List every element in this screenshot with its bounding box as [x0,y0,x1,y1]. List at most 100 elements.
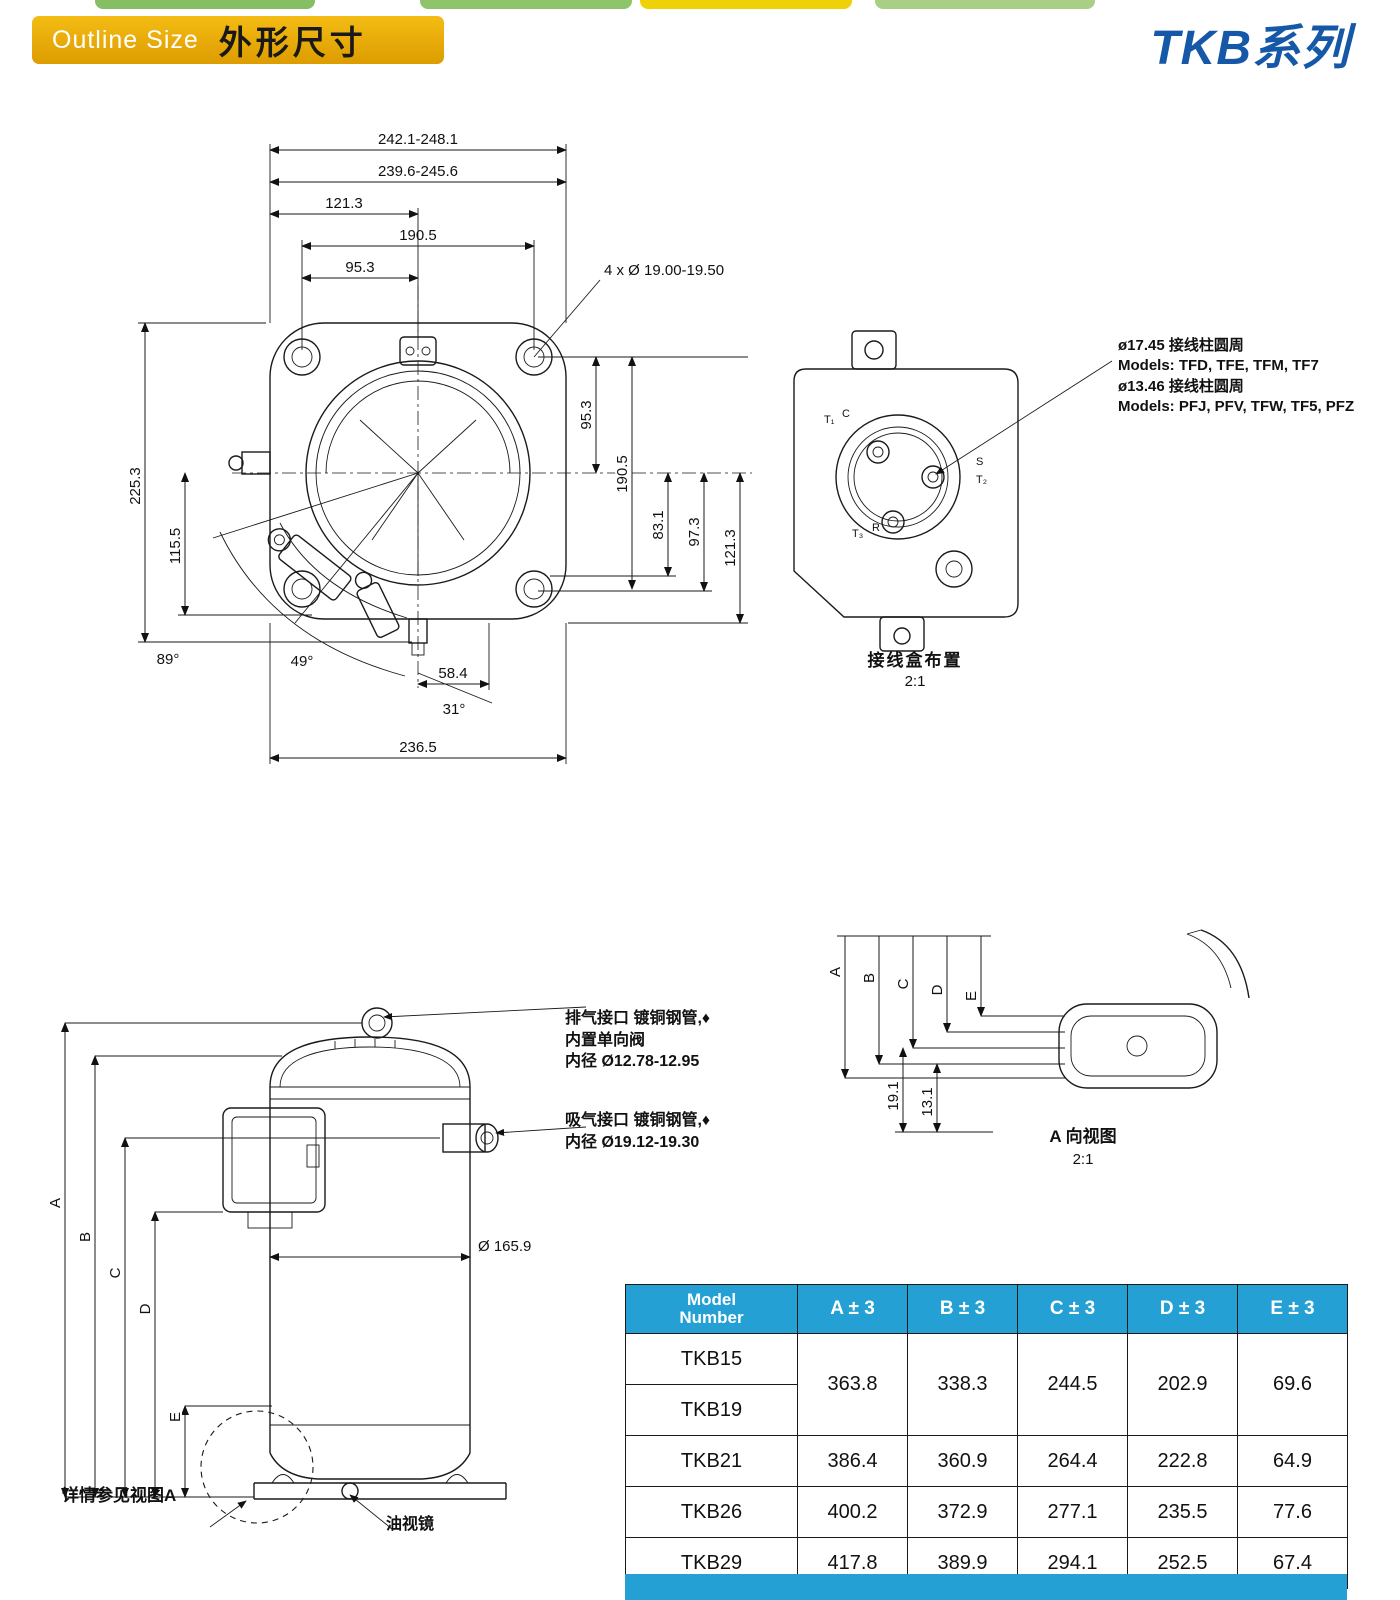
leader-lines [209,1006,587,1530]
table-cell: 64.9 [1237,1435,1348,1487]
top-tab-decoration [420,0,632,9]
hole-note: 4 x Ø 19.00-19.50 [604,262,724,279]
extension-lines [138,144,748,764]
angle-89: 89° [157,651,180,668]
table-header-row: Model Number A ± 3 B ± 3 C ± 3 D ± 3 E ±… [625,1284,1348,1334]
dim-115: 115.5 [167,528,184,564]
col-header-a: A ± 3 [797,1284,908,1334]
view-a-dim-13: 13.1 [919,1087,936,1116]
table-cell: 360.9 [907,1435,1018,1487]
terminal-box-caption-title: 接线盒布置 [867,651,963,670]
view-a-letter-a: A [827,967,844,977]
height-dimension-lines [61,1022,440,1498]
view-a-scale: 2:1 [1073,1151,1094,1168]
dim-239: 239.6-245.6 [378,163,458,180]
discharge-note-line2: 内置单向阀 [565,1031,646,1049]
angle-31: 31° [443,701,466,718]
letter-c: C [107,1267,124,1278]
view-a-letter-b: B [861,973,878,983]
table-cell: 363.8 [797,1333,908,1436]
top-tab-decoration [95,0,315,9]
model-cell: TKB26 [625,1486,798,1538]
dimension-table: Model Number A ± 3 B ± 3 C ± 3 D ± 3 E ±… [625,1284,1348,1589]
terminal-label-t3: T₃ [852,528,863,540]
view-a-letter-c: C [895,978,912,989]
series-title: TKB系列 [1150,22,1350,75]
col-header-model-line2: Number [679,1308,744,1327]
top-view-drawing: 242.1-248.1 239.6-245.6 121.3 190.5 95.3… [125,131,752,764]
table-cell: 372.9 [907,1486,1018,1538]
table-cell: 386.4 [797,1435,908,1487]
dim-121-top: 121.3 [325,195,363,212]
dim-190-right: 190.5 [614,455,631,493]
table-row: TKB19 [625,1384,1348,1436]
terminal-box-drawing: T₁ C S T₂ T₃ R [793,330,1113,652]
discharge-note: 排气接口 镀铜钢管,♦ 内置单向阀 内径 Ø12.78-12.95 [565,1008,710,1073]
view-a-geometry [837,929,1250,1133]
terminal-label-r: R [872,522,880,534]
table-cell: 277.1 [1017,1486,1128,1538]
detail-note: 详情参见视图A [62,1486,177,1505]
dim-95-right: 95.3 [578,400,595,429]
body-diameter: Ø 165.9 [478,1238,531,1255]
side-view-drawing: Ø 165.9 A B C D E [50,1006,587,1530]
col-header-d: D ± 3 [1127,1284,1238,1334]
model-cell: TKB15 [625,1333,798,1385]
suction-note: 吸气接口 镀铜钢管,♦ 内径 Ø19.12-19.30 [565,1110,710,1153]
terminal-note-line4: Models: PFJ, PFV, TFW, TF5, PFZ [1118,397,1355,415]
table-cell: 400.2 [797,1486,908,1538]
table-cell: 77.6 [1237,1486,1348,1538]
mounting-plate [228,322,567,656]
oil-sight-glass-label: 油视镜 [386,1516,435,1533]
model-cell: TKB19 [625,1384,798,1436]
terminal-note-line2: Models: TFD, TFE, TFM, TF7 [1118,357,1319,375]
terminal-box-caption: 接线盒布置 2:1 [840,646,990,690]
col-header-model-line1: Model [686,1290,737,1310]
top-tab-decoration [875,0,1095,9]
suction-note-line1: 吸气接口 镀铜钢管,♦ [565,1112,711,1129]
model-cell: TKB21 [625,1435,798,1487]
letter-d: D [137,1303,154,1314]
col-header-model: Model Number [625,1284,798,1334]
model-cell: TKB29 [625,1537,798,1589]
col-header-c: C ± 3 [1017,1284,1128,1334]
table-cell: 235.5 [1127,1486,1238,1538]
view-a-letter-d: D [929,984,946,995]
terminal-note: ø17.45 接线柱圆周 Models: TFD, TFE, TFM, TF7 … [1118,336,1354,417]
angle-reference-lines [212,472,493,704]
terminal-leader-line [935,360,1113,475]
section-title-zh: 外形尺寸 [218,24,367,61]
letter-b: B [77,1232,94,1242]
table-row: TKB15 363.8 338.3 244.5 202.9 69.6 [625,1333,1348,1436]
view-a-caption: A 向视图 [1049,1126,1116,1146]
table-row: TKB26 400.2 372.9 277.1 235.5 77.6 [625,1486,1348,1538]
section-title-badge: Outline Size 外形尺寸 [32,16,444,64]
discharge-note-line3: 内径 Ø12.78-12.95 [565,1053,700,1071]
suction-note-line2: 内径 Ø19.12-19.30 [565,1133,700,1151]
next-table-partial-header [625,1574,1347,1600]
compressor-body [200,1007,507,1524]
letter-a: A [50,1198,64,1208]
terminal-box-caption-scale: 2:1 [904,673,926,690]
dim-242: 242.1-248.1 [378,131,458,148]
dim-236: 236.5 [399,739,437,756]
col-header-e: E ± 3 [1237,1284,1348,1334]
terminal-label-s: S [976,456,983,468]
terminal-note-line1: ø17.45 接线柱圆周 [1118,337,1244,354]
col-header-b: B ± 3 [907,1284,1018,1334]
view-a-dim-19: 19.1 [885,1081,902,1110]
dimension-lines [141,146,744,762]
terminal-label-c: C [842,408,850,420]
table-cell: 202.9 [1127,1333,1238,1436]
table-cell: 264.4 [1017,1435,1128,1487]
table-cell: 222.8 [1127,1435,1238,1487]
letter-e: E [167,1412,184,1422]
top-tab-decoration [640,0,852,9]
view-a-letter-e: E [963,991,980,1001]
dim-190-top: 190.5 [399,227,437,244]
table-cell: 338.3 [907,1333,1018,1436]
view-a-drawing: A B C D E 19.1 13.1 A 向视图 2:1 [825,929,1250,1168]
section-title-en: Outline Size [52,25,199,54]
angle-49: 49° [291,653,314,670]
